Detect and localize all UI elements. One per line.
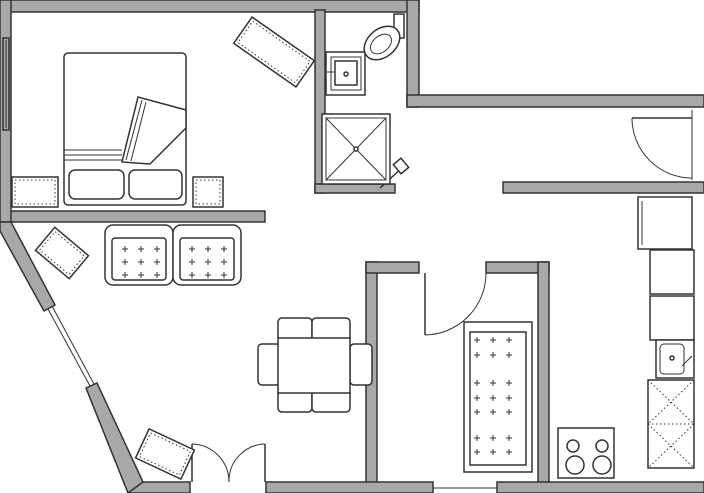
dining-chair-right bbox=[349, 343, 373, 386]
outer-wall-bottom-mid bbox=[265, 481, 434, 493]
kitchen-cabinet-mid bbox=[649, 295, 695, 341]
nightstand-right-dots bbox=[195, 179, 221, 205]
kitchen-sink-bowl bbox=[659, 343, 685, 375]
outer-wall-top-hall bbox=[406, 94, 704, 108]
armchair-right bbox=[172, 224, 242, 286]
living-room bbox=[34, 224, 373, 481]
shower-door-stopper bbox=[392, 157, 410, 175]
bed-blanket-fold-line-2 bbox=[130, 101, 147, 162]
bathroom bbox=[321, 13, 405, 185]
wall-hall-kitchen bbox=[502, 181, 704, 194]
outer-wall-diagonal-upper bbox=[0, 221, 57, 313]
bedroom bbox=[11, 16, 316, 208]
fridge bbox=[637, 196, 693, 250]
entrance-door-swing-right bbox=[228, 443, 266, 483]
outer-wall-top-bedroom bbox=[0, 0, 420, 13]
storage-door-swing bbox=[424, 272, 487, 336]
stove-burner-bottom-left bbox=[565, 455, 585, 475]
entrance-door-swing-left bbox=[191, 443, 230, 483]
wall-storage-right bbox=[537, 261, 550, 493]
nightstand-right bbox=[192, 176, 224, 208]
kitchen-sink-unit bbox=[655, 339, 695, 379]
bed-blanket-fold-line-1 bbox=[125, 99, 143, 161]
wall-bedroom-bottom bbox=[0, 210, 266, 223]
windows bbox=[5, 40, 693, 489]
doors bbox=[191, 117, 693, 483]
dining-table bbox=[277, 337, 351, 394]
washbasin-bowl bbox=[330, 56, 362, 91]
stove-burner-top-right bbox=[595, 439, 609, 453]
window-diagonal-glass-a bbox=[47, 308, 91, 387]
outer-wall-right-bathroom bbox=[406, 0, 420, 108]
bedroom-desk-unit bbox=[232, 16, 316, 88]
dining-chair-left bbox=[257, 343, 281, 386]
stove-burner-bottom-right bbox=[592, 455, 612, 475]
kitchen-counter bbox=[647, 379, 695, 469]
entry-desk-unit bbox=[134, 427, 196, 481]
nightstand-left-dots bbox=[14, 179, 56, 205]
stove-burner-top-left bbox=[566, 439, 580, 453]
kitchen-sink-drain bbox=[669, 355, 675, 361]
storage-room bbox=[463, 321, 533, 473]
nightstand-left bbox=[11, 176, 59, 208]
toilet-bowl bbox=[363, 25, 401, 61]
armchair-left bbox=[104, 224, 174, 286]
hall-door-swing bbox=[631, 117, 693, 179]
shower-drain bbox=[353, 146, 359, 152]
wall-storage-top-left bbox=[365, 261, 420, 274]
kitchen-counter-dashes bbox=[647, 379, 695, 469]
bed-pillow-right bbox=[128, 169, 183, 200]
washbasin-drain bbox=[343, 71, 349, 77]
living-desk-unit-dots bbox=[39, 230, 85, 276]
shower-tray-inner bbox=[325, 117, 387, 181]
living-desk-unit bbox=[34, 226, 90, 280]
kitchen-sink-tap bbox=[681, 355, 693, 367]
toilet-bowl-inner bbox=[369, 33, 393, 55]
armchair-left-tufting bbox=[122, 246, 160, 278]
window-diagonal-glass-b bbox=[51, 305, 95, 385]
sofa-tufting bbox=[474, 337, 512, 455]
armchair-right-tufting bbox=[189, 246, 227, 278]
kitchen-cabinet-upper bbox=[649, 249, 695, 295]
washbasin bbox=[325, 51, 366, 96]
bed-pillow-left bbox=[68, 169, 125, 200]
outer-wall-diagonal-lower bbox=[85, 382, 144, 493]
outer-wall-bottom-right bbox=[496, 481, 704, 493]
kitchen bbox=[557, 196, 695, 479]
